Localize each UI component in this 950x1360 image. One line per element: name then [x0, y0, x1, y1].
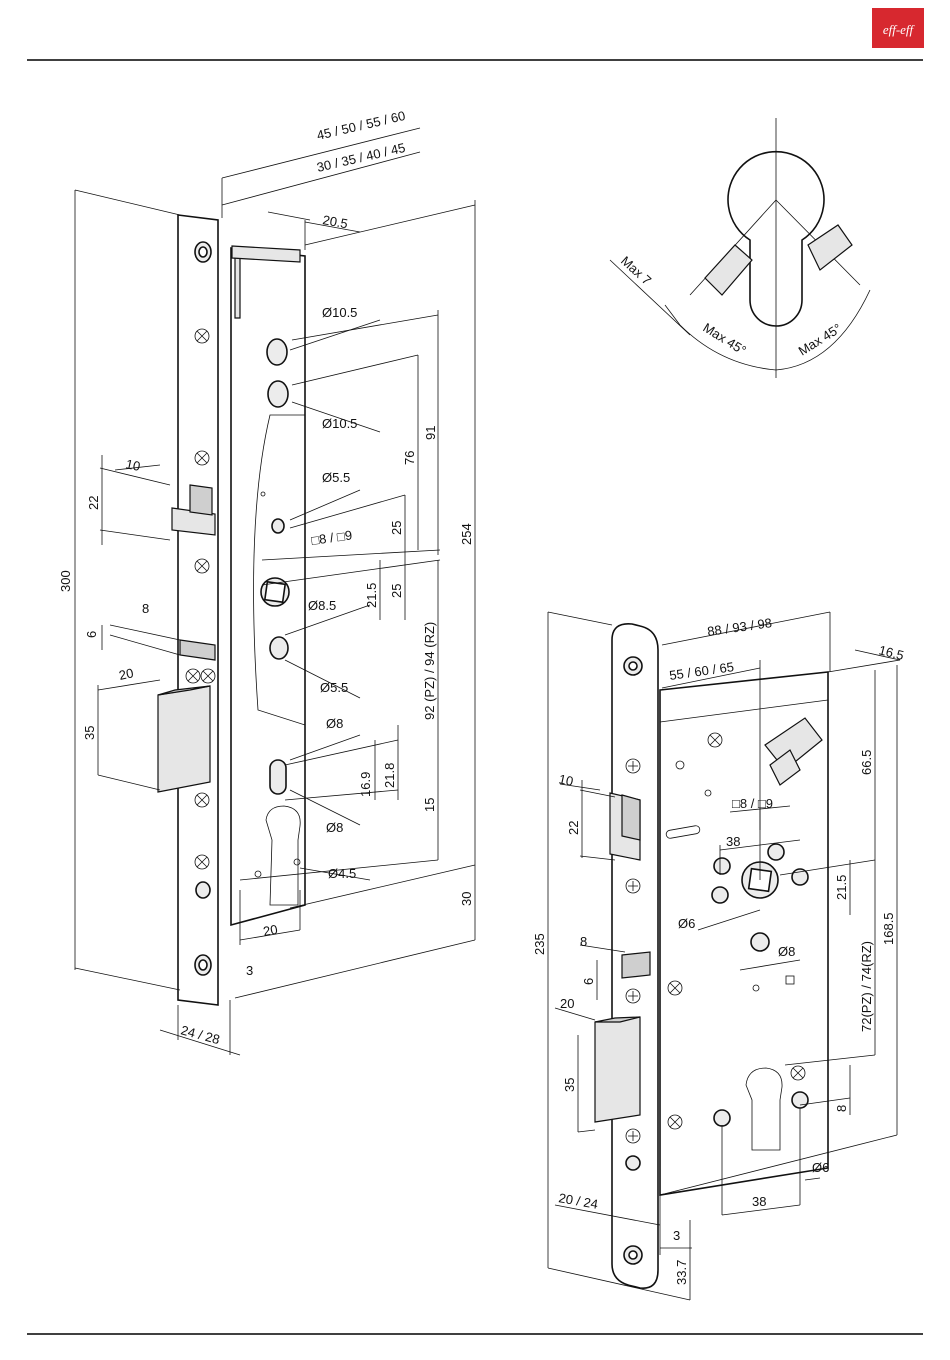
cam-left: [704, 244, 753, 296]
left-aux-bolt: [179, 639, 216, 661]
right-dim-38: 38: [726, 834, 740, 849]
left-hole-1: [266, 338, 288, 366]
left-dim-35: 35: [82, 726, 97, 740]
left-label-hole-3: Ø5.5: [322, 470, 350, 485]
right-dim-8v: 8: [834, 1105, 849, 1112]
right-dim-55: 55 / 60 / 65: [668, 659, 735, 683]
right-dim-66-5: 66.5: [859, 750, 874, 775]
right-dim-21-5: 21.5: [834, 875, 849, 900]
left-dead-bolt: [157, 685, 211, 793]
right-dim-8: 8: [580, 934, 587, 949]
right-label-square: □8 / □9: [732, 796, 773, 811]
left-dim-25a: 25: [389, 521, 404, 535]
right-dim-10: 10: [557, 771, 574, 789]
left-dim-92: 92 (PZ) / 94 (RZ): [422, 622, 437, 720]
right-dim-33-7: 33.7: [674, 1260, 689, 1285]
left-label-hole-1: Ø10.5: [322, 305, 357, 320]
left-dim-22: 22: [86, 496, 101, 510]
right-label-hole-8: Ø8: [778, 944, 795, 959]
left-dim-20: 20: [118, 665, 135, 683]
left-dim-254: 254: [459, 523, 474, 545]
right-dim-3: 3: [673, 1228, 680, 1243]
left-label-hole-8: Ø4.5: [328, 866, 356, 881]
right-dim-22: 22: [566, 821, 581, 835]
brand-logo-text: eff-eff: [883, 22, 916, 37]
right-dim-16-5: 16.5: [877, 642, 905, 663]
left-dim-30: 30: [459, 892, 474, 906]
left-cylinder-cutout: [265, 805, 301, 906]
label-max-7: Max 7: [618, 253, 654, 288]
brand-logo: eff-eff: [872, 8, 924, 48]
left-label-hole-4: Ø8.5: [308, 598, 336, 613]
cam-right: [807, 224, 853, 271]
left-label-hole-7: Ø8: [326, 820, 343, 835]
right-aux-bolt: [621, 951, 651, 979]
right-label-d6h: Ø6: [812, 1160, 829, 1175]
right-label-hole-6: Ø6: [678, 916, 695, 931]
left-dim-21-8: 21.8: [382, 763, 397, 788]
left-dim-76: 76: [402, 451, 417, 465]
right-dim-72: 72(PZ) / 74(RZ): [859, 941, 874, 1032]
left-dim-10: 10: [124, 456, 141, 474]
label-max-45-right: Max 45°: [796, 320, 845, 358]
right-dim-6: 6: [581, 978, 596, 985]
right-dim-35: 35: [562, 1078, 577, 1092]
left-dim-backset-inner: 30 / 35 / 40 / 45: [315, 140, 406, 175]
left-dim-20-5: 20.5: [321, 212, 349, 231]
label-max-45-left: Max 45°: [700, 320, 749, 358]
handle-detail-drawing: Max 7 Max 45° Max 45°: [609, 118, 871, 378]
right-lock-drawing: 88 / 93 / 98 55 / 60 / 65 16.5 66.5 168.…: [532, 611, 905, 1301]
left-label-hole-2: Ø10.5: [322, 416, 357, 431]
right-dim-38b: 38: [752, 1194, 766, 1209]
left-dim-16-9: 16.9: [358, 772, 373, 797]
right-dim-235: 235: [532, 933, 547, 955]
left-dim-91: 91: [423, 426, 438, 440]
right-dim-20: 20: [560, 996, 574, 1011]
left-dim-20b: 20: [262, 922, 279, 939]
left-dim-3: 3: [246, 963, 253, 978]
right-dim-20-24: 20 / 24: [557, 1190, 599, 1212]
left-dim-300: 300: [58, 570, 73, 592]
left-dim-24-28: 24 / 28: [179, 1022, 221, 1047]
right-dim-168-5: 168.5: [881, 912, 896, 945]
left-dim-21-5: 21.5: [364, 583, 379, 608]
left-dim-8: 8: [142, 601, 149, 616]
left-label-hole-6: Ø8: [326, 716, 343, 731]
left-label-square: □8 / □9: [310, 527, 353, 548]
right-cylinder-cutout: [745, 1067, 783, 1151]
left-dim-15: 15: [422, 798, 437, 812]
right-mechanism: [665, 717, 823, 1151]
right-dead-bolt: [594, 1016, 641, 1123]
right-lock-case: [659, 671, 829, 1196]
right-dim-88: 88 / 93 / 98: [706, 615, 773, 639]
left-label-hole-5: Ø5.5: [320, 680, 348, 695]
left-dim-25b: 25: [389, 584, 404, 598]
left-lock-drawing: 45 / 50 / 55 / 60 30 / 35 / 40 / 45 20.5…: [58, 108, 476, 1056]
left-dim-backset: 45 / 50 / 55 / 60: [315, 108, 406, 143]
left-dim-6: 6: [84, 631, 99, 638]
